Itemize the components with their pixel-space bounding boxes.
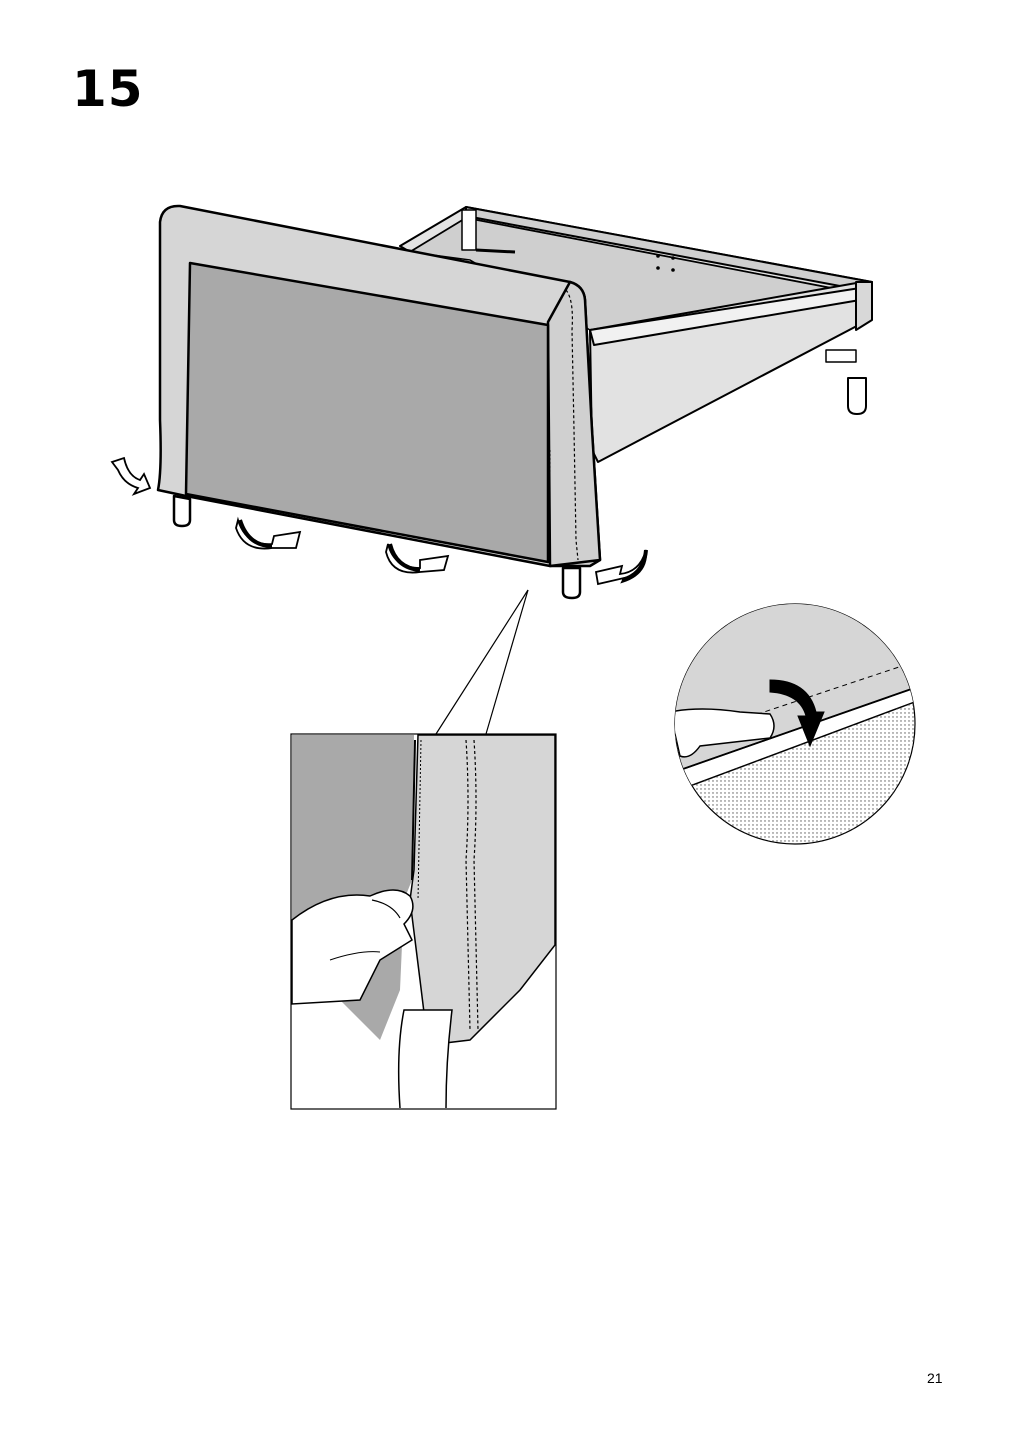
headboard-cover-icon — [156, 204, 602, 600]
zipper-detail-icon — [290, 733, 557, 1110]
curved-arrow-icon — [110, 456, 648, 586]
step-number: 15 — [72, 60, 144, 118]
fold-detail-icon — [674, 603, 916, 845]
page-number: 21 — [927, 1370, 943, 1386]
bed-frame-icon — [399, 206, 873, 463]
